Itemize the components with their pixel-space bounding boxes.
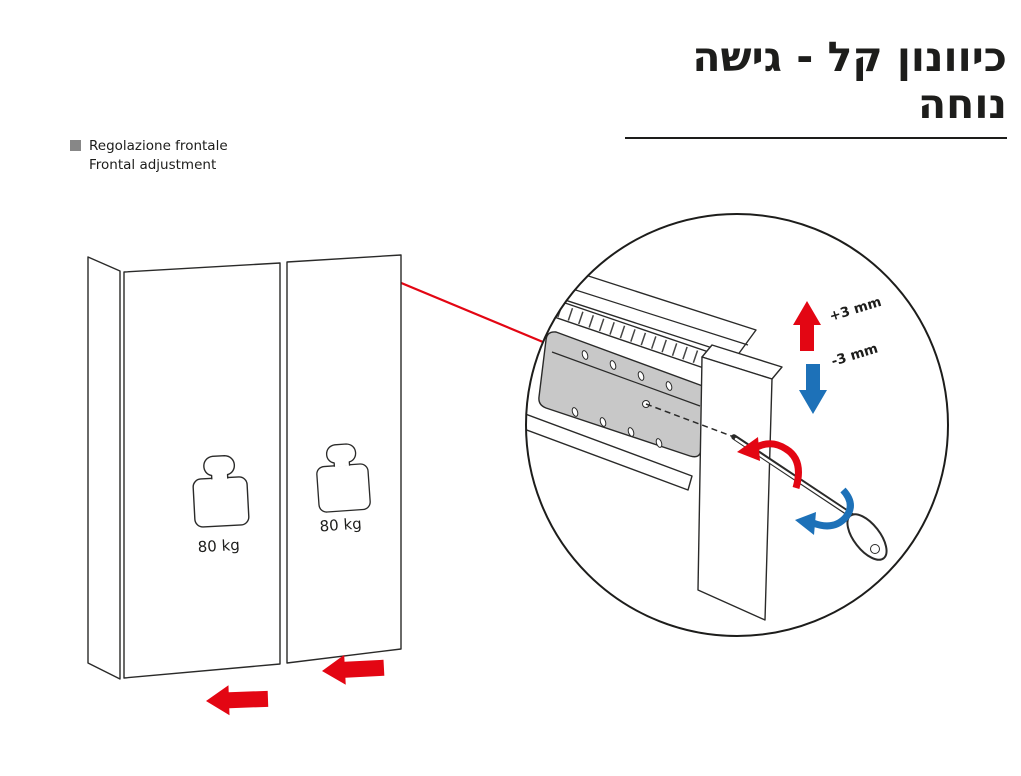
lower-rail <box>526 411 693 491</box>
legend-label-english: Frontal adjustment <box>89 157 217 173</box>
wardrobe-side-panel <box>87 256 121 680</box>
weight-label: 80 kg <box>197 536 240 556</box>
screw-axis-dashed-line <box>645 403 735 438</box>
slide-cover-holes <box>571 350 673 448</box>
rotate-counterclockwise-arrow <box>737 437 802 489</box>
page-title-block: כיוונון קל - גישה נוחה <box>625 33 1007 140</box>
weight-label: 80 kg <box>319 515 362 536</box>
wardrobe-illustration: 80 kg 80 kg <box>87 254 402 716</box>
wardrobe-left-door <box>123 262 281 679</box>
detail-circle <box>525 213 949 637</box>
adjust-up-arrow <box>793 301 821 351</box>
drawer-front-panel <box>697 356 773 621</box>
legend-label-italian: Regolazione frontale <box>89 138 228 154</box>
legend: Regolazione frontale Frontal adjustment <box>70 137 228 175</box>
rotate-clockwise-arrow <box>795 487 854 535</box>
weight-icon <box>316 443 371 513</box>
weight-icon <box>192 454 250 528</box>
handle-hole <box>870 544 880 554</box>
legend-text: Regolazione frontale Frontal adjustment <box>89 137 228 175</box>
legend-bullet-square <box>70 140 81 151</box>
drawer-slide-mechanism: +3 mm -3 mm <box>526 261 888 621</box>
adjust-down-arrow <box>799 364 827 414</box>
move-door-arrow-right <box>322 654 385 685</box>
page-title: כיוונון קל - גישה נוחה <box>692 33 1007 129</box>
move-door-arrow-left <box>206 685 269 716</box>
